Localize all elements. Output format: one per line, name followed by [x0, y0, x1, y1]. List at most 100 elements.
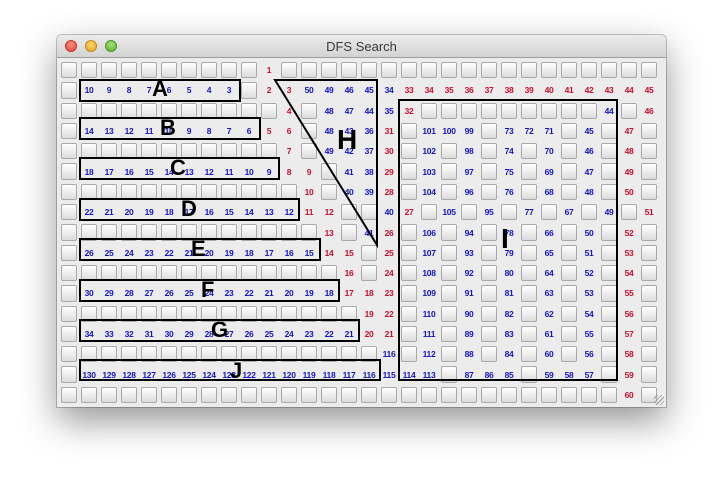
grid-cell-unvisited[interactable] [99, 344, 119, 364]
grid-cell-unvisited[interactable] [399, 141, 419, 161]
grid-cell-unvisited[interactable] [279, 385, 299, 405]
grid-cell-unvisited[interactable] [119, 222, 139, 242]
grid-cell-unvisited[interactable] [459, 202, 479, 222]
grid-cell-unvisited[interactable] [319, 344, 339, 364]
grid-cell-unvisited[interactable] [479, 101, 499, 121]
grid-cell-unvisited[interactable] [399, 324, 419, 344]
grid-cell-unvisited[interactable] [619, 202, 639, 222]
grid-cell-unvisited[interactable] [119, 182, 139, 202]
grid-cell-unvisited[interactable] [199, 182, 219, 202]
grid-cell-unvisited[interactable] [639, 344, 659, 364]
grid-cell-unvisited[interactable] [419, 385, 439, 405]
grid-cell-unvisited[interactable] [379, 385, 399, 405]
grid-cell-unvisited[interactable] [279, 182, 299, 202]
grid-cell-unvisited[interactable] [239, 385, 259, 405]
grid-cell-unvisited[interactable] [599, 121, 619, 141]
grid-cell-unvisited[interactable] [219, 304, 239, 324]
grid-cell-unvisited[interactable] [639, 182, 659, 202]
grid-cell-unvisited[interactable] [219, 101, 239, 121]
grid-cell-unvisited[interactable] [639, 283, 659, 303]
grid-cell-unvisited[interactable] [159, 263, 179, 283]
grid-cell-unvisited[interactable] [99, 385, 119, 405]
grid-cell-unvisited[interactable] [559, 304, 579, 324]
grid-cell-unvisited[interactable] [79, 182, 99, 202]
grid-cell-unvisited[interactable] [639, 141, 659, 161]
grid-cell-unvisited[interactable] [479, 141, 499, 161]
grid-cell-unvisited[interactable] [439, 263, 459, 283]
grid-cell-unvisited[interactable] [599, 364, 619, 384]
grid-cell-unvisited[interactable] [59, 80, 79, 100]
grid-cell-unvisited[interactable] [239, 222, 259, 242]
grid-cell-unvisited[interactable] [319, 60, 339, 80]
grid-cell-unvisited[interactable] [59, 182, 79, 202]
grid-cell-unvisited[interactable] [559, 161, 579, 181]
grid-cell-unvisited[interactable] [219, 222, 239, 242]
grid-cell-unvisited[interactable] [479, 263, 499, 283]
grid-cell-unvisited[interactable] [279, 304, 299, 324]
grid-cell-unvisited[interactable] [359, 243, 379, 263]
grid-cell-unvisited[interactable] [299, 222, 319, 242]
grid-cell-unvisited[interactable] [199, 141, 219, 161]
grid-cell-unvisited[interactable] [519, 182, 539, 202]
grid-cell-unvisited[interactable] [339, 60, 359, 80]
grid-cell-unvisited[interactable] [239, 80, 259, 100]
grid-cell-unvisited[interactable] [139, 344, 159, 364]
grid-cell-unvisited[interactable] [539, 60, 559, 80]
grid-cell-unvisited[interactable] [519, 364, 539, 384]
grid-cell-unvisited[interactable] [319, 263, 339, 283]
grid-cell-unvisited[interactable] [359, 202, 379, 222]
grid-cell-unvisited[interactable] [539, 101, 559, 121]
grid-cell-unvisited[interactable] [599, 263, 619, 283]
grid-cell-unvisited[interactable] [199, 101, 219, 121]
grid-cell-unvisited[interactable] [479, 161, 499, 181]
grid-cell-unvisited[interactable] [539, 202, 559, 222]
grid-cell-unvisited[interactable] [199, 60, 219, 80]
grid-cell-unvisited[interactable] [619, 60, 639, 80]
grid-cell-unvisited[interactable] [139, 304, 159, 324]
grid-cell-unvisited[interactable] [259, 344, 279, 364]
grid-cell-unvisited[interactable] [59, 263, 79, 283]
grid-cell-unvisited[interactable] [119, 60, 139, 80]
grid-cell-unvisited[interactable] [319, 385, 339, 405]
title-bar[interactable]: DFS Search [57, 35, 666, 58]
grid-cell-unvisited[interactable] [239, 141, 259, 161]
grid-cell-unvisited[interactable] [639, 324, 659, 344]
grid-cell-unvisited[interactable] [99, 182, 119, 202]
grid-cell-unvisited[interactable] [219, 385, 239, 405]
grid-cell-unvisited[interactable] [639, 121, 659, 141]
grid-cell-unvisited[interactable] [399, 385, 419, 405]
grid-cell-unvisited[interactable] [399, 344, 419, 364]
grid-cell-unvisited[interactable] [599, 324, 619, 344]
grid-cell-unvisited[interactable] [259, 385, 279, 405]
grid-cell-unvisited[interactable] [499, 60, 519, 80]
grid-cell-unvisited[interactable] [99, 101, 119, 121]
grid-cell-unvisited[interactable] [539, 385, 559, 405]
grid-cell-unvisited[interactable] [619, 101, 639, 121]
grid-cell-unvisited[interactable] [239, 263, 259, 283]
grid-cell-unvisited[interactable] [439, 385, 459, 405]
grid-cell-unvisited[interactable] [459, 385, 479, 405]
grid-cell-unvisited[interactable] [479, 182, 499, 202]
grid-cell-unvisited[interactable] [79, 60, 99, 80]
grid-cell-unvisited[interactable] [319, 304, 339, 324]
grid-cell-unvisited[interactable] [299, 344, 319, 364]
grid-cell-unvisited[interactable] [119, 304, 139, 324]
grid-cell-unvisited[interactable] [139, 263, 159, 283]
grid-cell-unvisited[interactable] [159, 182, 179, 202]
grid-cell-unvisited[interactable] [499, 101, 519, 121]
grid-cell-unvisited[interactable] [419, 101, 439, 121]
grid-cell-unvisited[interactable] [479, 385, 499, 405]
grid-cell-unvisited[interactable] [179, 101, 199, 121]
grid-cell-unvisited[interactable] [439, 141, 459, 161]
grid-cell-unvisited[interactable] [99, 304, 119, 324]
grid-cell-unvisited[interactable] [279, 263, 299, 283]
grid-cell-unvisited[interactable] [439, 161, 459, 181]
grid-cell-unvisited[interactable] [479, 243, 499, 263]
grid-cell-unvisited[interactable] [519, 385, 539, 405]
grid-cell-unvisited[interactable] [439, 60, 459, 80]
grid-cell-unvisited[interactable] [439, 222, 459, 242]
grid-cell-unvisited[interactable] [179, 141, 199, 161]
grid-cell-unvisited[interactable] [179, 385, 199, 405]
grid-cell-unvisited[interactable] [279, 60, 299, 80]
grid-cell-unvisited[interactable] [519, 60, 539, 80]
